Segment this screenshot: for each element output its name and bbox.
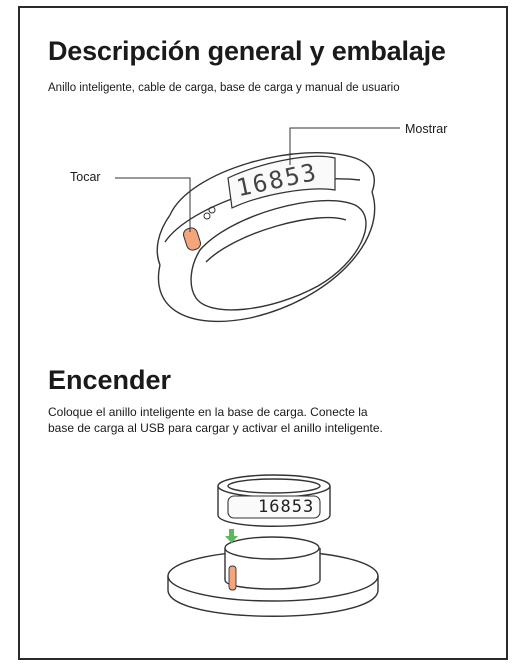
callout-display-label: Mostrar bbox=[405, 122, 448, 136]
overview-subtitle: Anillo inteligente, cable de carga, base… bbox=[48, 82, 400, 94]
power-on-instructions: Coloque el anillo inteligente en la base… bbox=[48, 404, 503, 436]
callout-line-touch bbox=[115, 177, 191, 232]
ring-display-screen bbox=[227, 155, 336, 209]
ring-icon-dot bbox=[203, 212, 211, 220]
overview-title: Descripción general y embalaje bbox=[48, 36, 446, 66]
ring-icon-dot bbox=[208, 206, 216, 214]
charging-slot-accent bbox=[228, 565, 237, 591]
callout-line-display bbox=[289, 127, 400, 165]
charging-base-illustration bbox=[167, 536, 379, 617]
green-arrow-icon bbox=[225, 529, 238, 543]
page-border bbox=[18, 6, 508, 660]
ring-display-panel bbox=[227, 495, 321, 519]
touch-sensor-accent bbox=[183, 227, 201, 251]
instruction-line-1: Coloque el anillo inteligente en la base… bbox=[48, 405, 368, 419]
charging-ring-readout: 16853 bbox=[258, 497, 315, 517]
power-on-title: Encender bbox=[48, 365, 172, 395]
callout-touch-label: Tocar bbox=[70, 170, 101, 184]
instruction-line-2: base de carga al USB para cargar y activ… bbox=[48, 421, 383, 435]
